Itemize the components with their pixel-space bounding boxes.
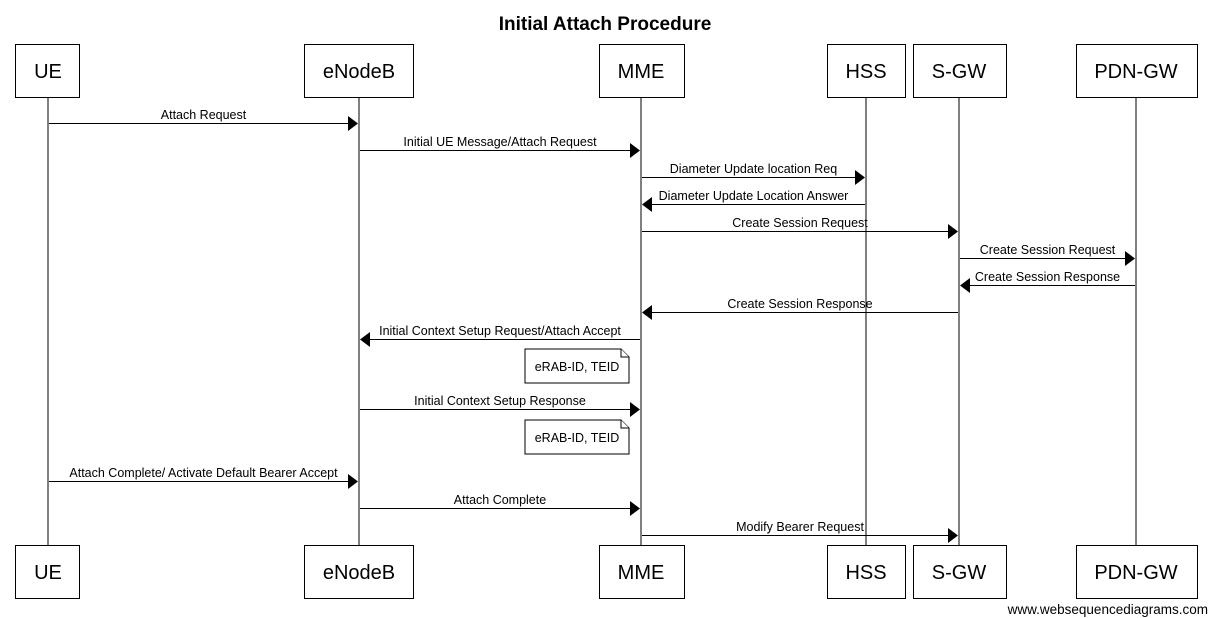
participant-label: PDN-GW bbox=[1094, 562, 1177, 584]
participant-label: eNodeB bbox=[323, 562, 395, 584]
message-label: Initial UE Message/Attach Request bbox=[403, 135, 597, 149]
message-label: Initial Context Setup Request/Attach Acc… bbox=[379, 324, 621, 338]
note-box bbox=[524, 348, 630, 384]
message-pdngw-to-sgw: Create Session Response bbox=[960, 270, 1135, 293]
message-label: Attach Complete bbox=[454, 493, 546, 507]
message-label: Create Session Request bbox=[980, 243, 1116, 257]
arrowhead-icon bbox=[630, 402, 640, 417]
arrowhead-icon bbox=[642, 197, 652, 212]
message-label: Attach Complete/ Activate Default Bearer… bbox=[69, 466, 338, 480]
enodeb-participant-top: eNodeB bbox=[304, 44, 414, 98]
note-fold bbox=[620, 349, 629, 358]
mme-participant-bottom: MME bbox=[599, 545, 685, 599]
ue-box bbox=[15, 545, 80, 599]
message-hss-to-mme: Diameter Update Location Answer bbox=[642, 189, 865, 212]
diagram-title: Initial Attach Procedure bbox=[499, 14, 712, 35]
ue-box bbox=[15, 44, 80, 98]
arrowhead-icon bbox=[948, 224, 958, 239]
mme-participant-top: MME bbox=[599, 44, 685, 98]
message-ue-to-enodeb: Attach Request bbox=[49, 108, 358, 131]
enodeb-participant-bottom: eNodeB bbox=[304, 545, 414, 599]
note-label: eRAB-ID, TEID bbox=[535, 431, 620, 445]
hss-box bbox=[827, 44, 906, 98]
arrowhead-icon bbox=[348, 116, 358, 131]
arrowhead-icon bbox=[360, 332, 370, 347]
message-ue-to-enodeb: Attach Complete/ Activate Default Bearer… bbox=[49, 466, 358, 489]
enodeb-box bbox=[304, 44, 414, 98]
message-enodeb-to-mme: Initial Context Setup Response bbox=[360, 394, 640, 417]
message-label: Create Session Response bbox=[975, 270, 1120, 284]
note: eRAB-ID, TEID bbox=[524, 419, 630, 455]
mme-box bbox=[599, 545, 685, 599]
arrowhead-icon bbox=[630, 143, 640, 158]
message-label: Diameter Update Location Answer bbox=[659, 189, 849, 203]
message-sgw-to-pdngw: Create Session Request bbox=[960, 243, 1135, 266]
ue-participant-bottom: UE bbox=[15, 545, 80, 599]
ue-participant-top: UE bbox=[15, 44, 80, 98]
sgw-box bbox=[913, 44, 1007, 98]
participant-label: MME bbox=[618, 61, 665, 83]
participant-label: UE bbox=[34, 61, 62, 83]
arrowhead-icon bbox=[642, 305, 652, 320]
note: eRAB-ID, TEID bbox=[524, 348, 630, 384]
sgw-box bbox=[913, 545, 1007, 599]
message-label: Modify Bearer Request bbox=[736, 520, 864, 534]
message-sgw-to-mme: Create Session Response bbox=[642, 297, 958, 320]
participant-label: S-GW bbox=[932, 61, 987, 83]
message-label: Create Session Request bbox=[732, 216, 868, 230]
participant-label: HSS bbox=[845, 562, 886, 584]
arrowhead-icon bbox=[348, 474, 358, 489]
participant-label: MME bbox=[618, 562, 665, 584]
note-fold bbox=[620, 420, 629, 429]
arrowhead-icon bbox=[960, 278, 970, 293]
message-enodeb-to-mme: Initial UE Message/Attach Request bbox=[360, 135, 640, 158]
arrowhead-icon bbox=[948, 528, 958, 543]
message-label: Diameter Update location Req bbox=[670, 162, 837, 176]
note-box bbox=[524, 419, 630, 455]
message-mme-to-sgw: Modify Bearer Request bbox=[642, 520, 958, 543]
hss-box bbox=[827, 545, 906, 599]
hss-participant-top: HSS bbox=[827, 44, 906, 98]
hss-participant-bottom: HSS bbox=[827, 545, 906, 599]
sgw-participant-top: S-GW bbox=[913, 44, 1007, 98]
message-mme-to-hss: Diameter Update location Req bbox=[642, 162, 865, 185]
message-mme-to-enodeb: Initial Context Setup Request/Attach Acc… bbox=[360, 324, 640, 347]
message-mme-to-sgw: Create Session Request bbox=[642, 216, 958, 239]
message-label: Initial Context Setup Response bbox=[414, 394, 586, 408]
participant-label: eNodeB bbox=[323, 61, 395, 83]
sgw-participant-bottom: S-GW bbox=[913, 545, 1007, 599]
arrowhead-icon bbox=[855, 170, 865, 185]
pdngw-participant-top: PDN-GW bbox=[1076, 44, 1198, 98]
pdngw-box bbox=[1076, 545, 1198, 599]
message-label: Create Session Response bbox=[727, 297, 872, 311]
arrowhead-icon bbox=[630, 501, 640, 516]
message-enodeb-to-mme: Attach Complete bbox=[360, 493, 640, 516]
enodeb-box bbox=[304, 545, 414, 599]
participant-label: UE bbox=[34, 562, 62, 584]
pdngw-box bbox=[1076, 44, 1198, 98]
pdngw-participant-bottom: PDN-GW bbox=[1076, 545, 1198, 599]
arrowhead-icon bbox=[1125, 251, 1135, 266]
footer-credit: www.websequencediagrams.com bbox=[1007, 602, 1208, 617]
participant-label: PDN-GW bbox=[1094, 61, 1177, 83]
note-label: eRAB-ID, TEID bbox=[535, 360, 620, 374]
mme-box bbox=[599, 44, 685, 98]
message-label: Attach Request bbox=[161, 108, 247, 122]
participant-label: S-GW bbox=[932, 562, 987, 584]
participant-label: HSS bbox=[845, 61, 886, 83]
